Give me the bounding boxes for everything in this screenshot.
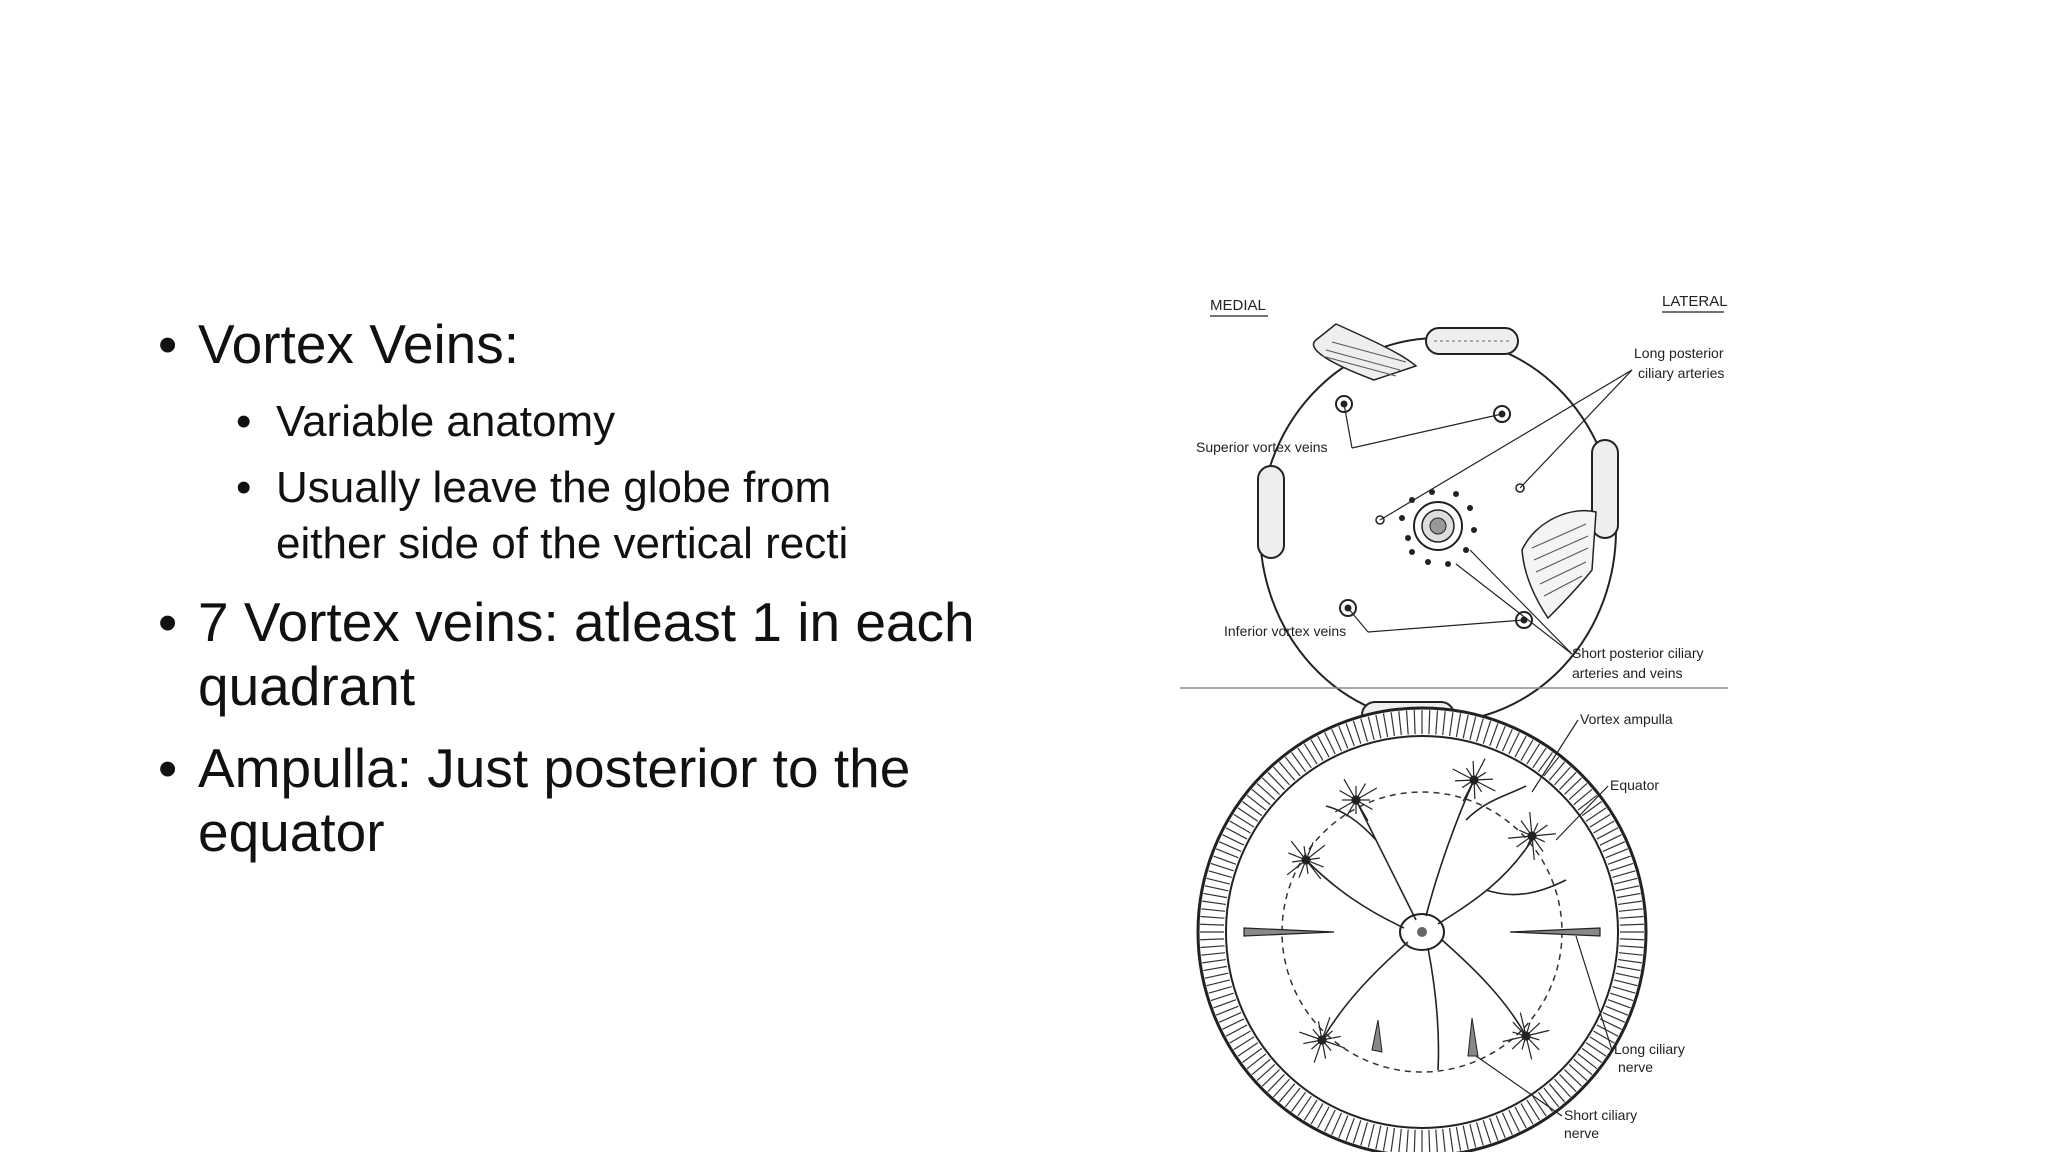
long-ciliary-nerve-label-2: nerve	[1618, 1059, 1653, 1075]
superior-vortex-veins-label: Superior vortex veins	[1196, 439, 1328, 455]
bullet-text-line2: quadrant	[198, 655, 416, 717]
long-posterior-ciliary-label-1: Long posterior	[1634, 345, 1724, 361]
bullet-text-line2: equator	[198, 801, 385, 863]
long-ciliary-nerve-right	[1509, 927, 1601, 937]
bullet-vortex-veins: Vortex Veins:	[158, 312, 1018, 376]
sub-bullet-text-line1: Usually leave the globe from	[276, 463, 832, 512]
sub-bullet-variable-anatomy: Variable anatomy	[236, 394, 1018, 450]
inferior-vortex-veins-label: Inferior vortex veins	[1224, 623, 1346, 639]
bullet-seven-vortex-veins: 7 Vortex veins: atleast 1 in each quadra…	[158, 590, 1018, 718]
bullet-text-line1: 7 Vortex veins: atleast 1 in each	[198, 591, 975, 653]
long-ciliary-nerve-label-1: Long ciliary	[1614, 1041, 1685, 1057]
vortex-ampulla-4	[1286, 840, 1326, 880]
vortex-ampulla-1	[1334, 778, 1378, 822]
short-posterior-ciliary-label-2: arteries and veins	[1572, 665, 1683, 681]
vortex-ampulla-5	[1299, 1017, 1345, 1063]
superior-oblique-tendon	[1312, 323, 1418, 381]
lateral-label: LATERAL	[1662, 293, 1728, 310]
long-posterior-ciliary-label-2: ciliary arteries	[1638, 365, 1724, 381]
vortex-ampulla-2	[1452, 758, 1496, 802]
equator-label: Equator	[1610, 777, 1659, 793]
bullet-ampulla: Ampulla: Just posterior to the equator	[158, 736, 1018, 864]
bullet-text: Vortex Veins:	[198, 313, 520, 375]
anatomy-figure: MEDIAL LATERAL	[1176, 280, 1736, 1152]
sub-bullet-leave-globe: Usually leave the globe from either side…	[236, 460, 1018, 572]
vortex-ampulla-label: Vortex ampulla	[1580, 711, 1673, 727]
globe-cross-section	[1196, 706, 1648, 1152]
sub-bullet-text: Variable anatomy	[276, 397, 616, 446]
short-ciliary-nerve-label-2: nerve	[1564, 1125, 1599, 1141]
long-ciliary-nerve-left	[1243, 927, 1335, 937]
short-posterior-ciliary-label-1: Short posterior ciliary	[1572, 645, 1704, 661]
vortex-ampulla-3	[1508, 812, 1556, 860]
optic-nerve	[1413, 501, 1463, 551]
sub-bullet-text-line2: either side of the vertical recti	[276, 519, 849, 568]
bullet-text-line1: Ampulla: Just posterior to the	[198, 737, 911, 799]
lateral-rectus	[1591, 439, 1619, 539]
vortex-veins-illustration: MEDIAL LATERAL	[1180, 293, 1728, 1152]
inferior-oblique	[1521, 510, 1597, 620]
medial-label: MEDIAL	[1210, 297, 1266, 314]
vortex-ampulla-6	[1502, 1012, 1550, 1060]
sub-bullet-list: Variable anatomy Usually leave the globe…	[158, 394, 1018, 572]
medial-rectus	[1257, 465, 1285, 559]
short-ciliary-nerve-label-1: Short ciliary	[1564, 1107, 1637, 1123]
bullet-list: Vortex Veins: Variable anatomy Usually l…	[158, 312, 1018, 882]
